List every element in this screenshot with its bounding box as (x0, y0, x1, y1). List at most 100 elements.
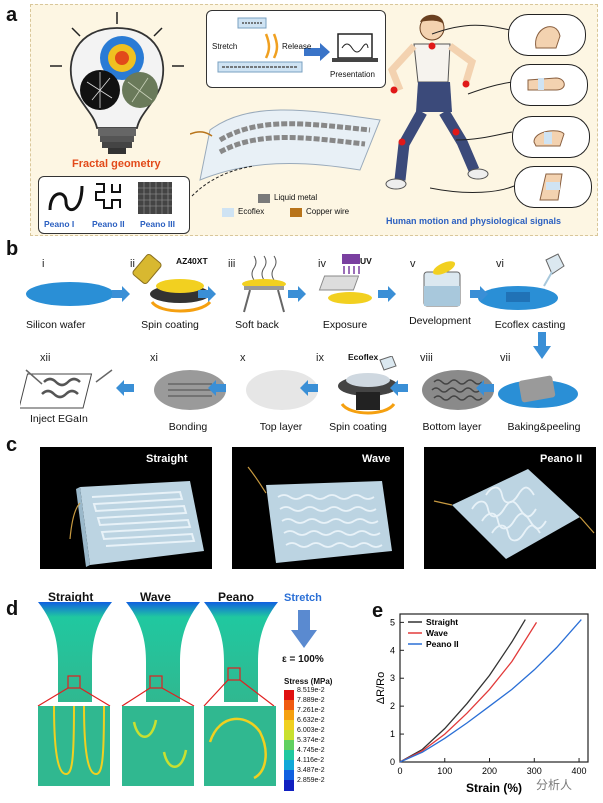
legend-liquid-metal-swatch (258, 194, 270, 203)
colorbar-tick-label: 8.519e-2 (297, 687, 325, 694)
step-xii-num: xii (40, 352, 51, 364)
colorbar-tick-label: 6.003e-2 (297, 727, 325, 734)
y-tick-label: 0 (390, 757, 395, 767)
wrist-icon (527, 77, 565, 91)
step-vii-caption: Baking&peeling (507, 421, 581, 433)
ecoflex-tag: Ecoflex (348, 352, 379, 362)
step-xi-num: xi (150, 352, 158, 364)
step-ix-num: ix (316, 352, 324, 364)
x-tick-label: 200 (482, 766, 497, 776)
stress-colorbar (284, 690, 294, 791)
legend-label: Straight (426, 617, 458, 627)
finger-icon (533, 130, 565, 147)
step-x-caption: Top layer (259, 421, 303, 433)
legend-liquid-metal-label: Liquid metal (274, 193, 318, 202)
lightbulb-illustration (50, 12, 184, 154)
release-label: Release (282, 42, 312, 51)
fabrication-row1-illustrations (26, 253, 565, 313)
colorbar-swatch (284, 740, 294, 751)
colorbar-swatch (284, 690, 294, 701)
peano-1-label: Peano I (44, 219, 75, 229)
straight-device-image (69, 481, 204, 567)
panel-e-label: e (372, 600, 384, 622)
colorbar-title: Stress (MPa) (284, 677, 333, 686)
step-vi-caption: Ecoflex casting (494, 319, 566, 331)
fractal-geometry-title: Fractal geometry (72, 158, 161, 170)
fabrication-row2-illustrations (20, 356, 578, 415)
plot-frame (399, 613, 589, 763)
presentation-label: Presentation (330, 70, 375, 79)
runner-illustration (385, 14, 489, 190)
step-ii-caption: Spin coating (141, 319, 199, 331)
colorbar-swatch (284, 750, 294, 761)
colorbar-swatch (284, 710, 294, 721)
step-x-num: x (240, 352, 246, 364)
step-i-num: i (42, 258, 45, 270)
x-axis-label: Strain (%) (466, 781, 522, 795)
legend-ecoflex-swatch (222, 208, 234, 217)
row2-arrows (116, 380, 494, 396)
signal-connectors (430, 24, 515, 193)
down-arrow (533, 332, 551, 359)
dashed-connector (191, 165, 255, 197)
panel-c-label: c (6, 434, 18, 456)
colorbar-swatch (284, 730, 294, 741)
y-axis-label: ΔR/Ro (376, 672, 387, 704)
panel-b-label: b (6, 238, 19, 260)
peano-curves-icons (48, 182, 172, 214)
stress-colorbar-ticks: 8.519e-2 7.889e-2 7.261e-2 6.632e-2 6.003e-2… (297, 686, 345, 794)
legend-ecoflex-label: Ecoflex (238, 207, 265, 216)
legend-copper-swatch (290, 208, 302, 217)
colorbar-tick-label: 3.487e-2 (297, 767, 325, 774)
peano-3-label: Peano III (140, 219, 175, 229)
y-tick-label: 5 (390, 617, 395, 627)
panel-a-label: a (6, 4, 18, 26)
fea-col-wave: Wave (140, 590, 171, 604)
series-line-wave (399, 622, 538, 763)
stretchable-device-illustration (190, 109, 381, 181)
stretch-down-arrow (291, 610, 317, 648)
face-icon (535, 26, 561, 49)
stretch-release-illustration (217, 17, 378, 73)
step-ii-num: ii (130, 258, 135, 270)
colorbar-swatch (284, 720, 294, 731)
step-v-caption: Development (409, 315, 471, 327)
knee-icon (539, 173, 563, 201)
y-tick-label: 2 (390, 701, 395, 711)
x-tick-label: 300 (527, 766, 542, 776)
colorbar-swatch (284, 700, 294, 711)
colorbar-swatch (284, 770, 294, 781)
legend-copper-label: Copper wire (306, 207, 350, 216)
colorbar-swatch (284, 760, 294, 771)
y-tick-label: 1 (390, 729, 395, 739)
colorbar-tick-label: 6.632e-2 (297, 717, 325, 724)
step-ix-caption: Spin coating (329, 421, 387, 433)
colorbar-swatch (284, 780, 294, 791)
step-i-caption: Silicon wafer (26, 319, 86, 331)
step-viii-num: viii (420, 352, 433, 364)
uv-tag: UV (360, 256, 372, 266)
fea-col-straight: Straight (48, 590, 94, 604)
x-tick-label: 400 (572, 766, 587, 776)
wave-device-image (247, 466, 392, 563)
step-vi-num: vi (496, 258, 504, 270)
colorbar-tick-label: 4.745e-2 (297, 747, 325, 754)
step-vii-num: vii (500, 352, 511, 364)
series-line-straight (399, 619, 526, 763)
colorbar-tick-label: 2.859e-2 (297, 777, 325, 784)
step-xi-caption: Bonding (168, 421, 208, 433)
peano-device-image (433, 469, 595, 559)
az40xt-tag: AZ40XT (176, 256, 208, 266)
step-viii-caption: Bottom layer (422, 421, 482, 433)
x-tick-label: 100 (437, 766, 452, 776)
step-v-num: v (410, 258, 416, 270)
watermark: 分析人 (536, 778, 573, 792)
colorbar-tick-label: 7.889e-2 (297, 697, 325, 704)
strain-label: ε = 100% (282, 654, 324, 665)
step-iii-caption: Soft back (235, 319, 279, 331)
photo-peano-title: Peano II (540, 453, 583, 465)
fea-col-peano: Peano (218, 590, 255, 604)
colorbar-tick-label: 7.261e-2 (297, 707, 325, 714)
stretch-label: Stretch (212, 42, 238, 51)
